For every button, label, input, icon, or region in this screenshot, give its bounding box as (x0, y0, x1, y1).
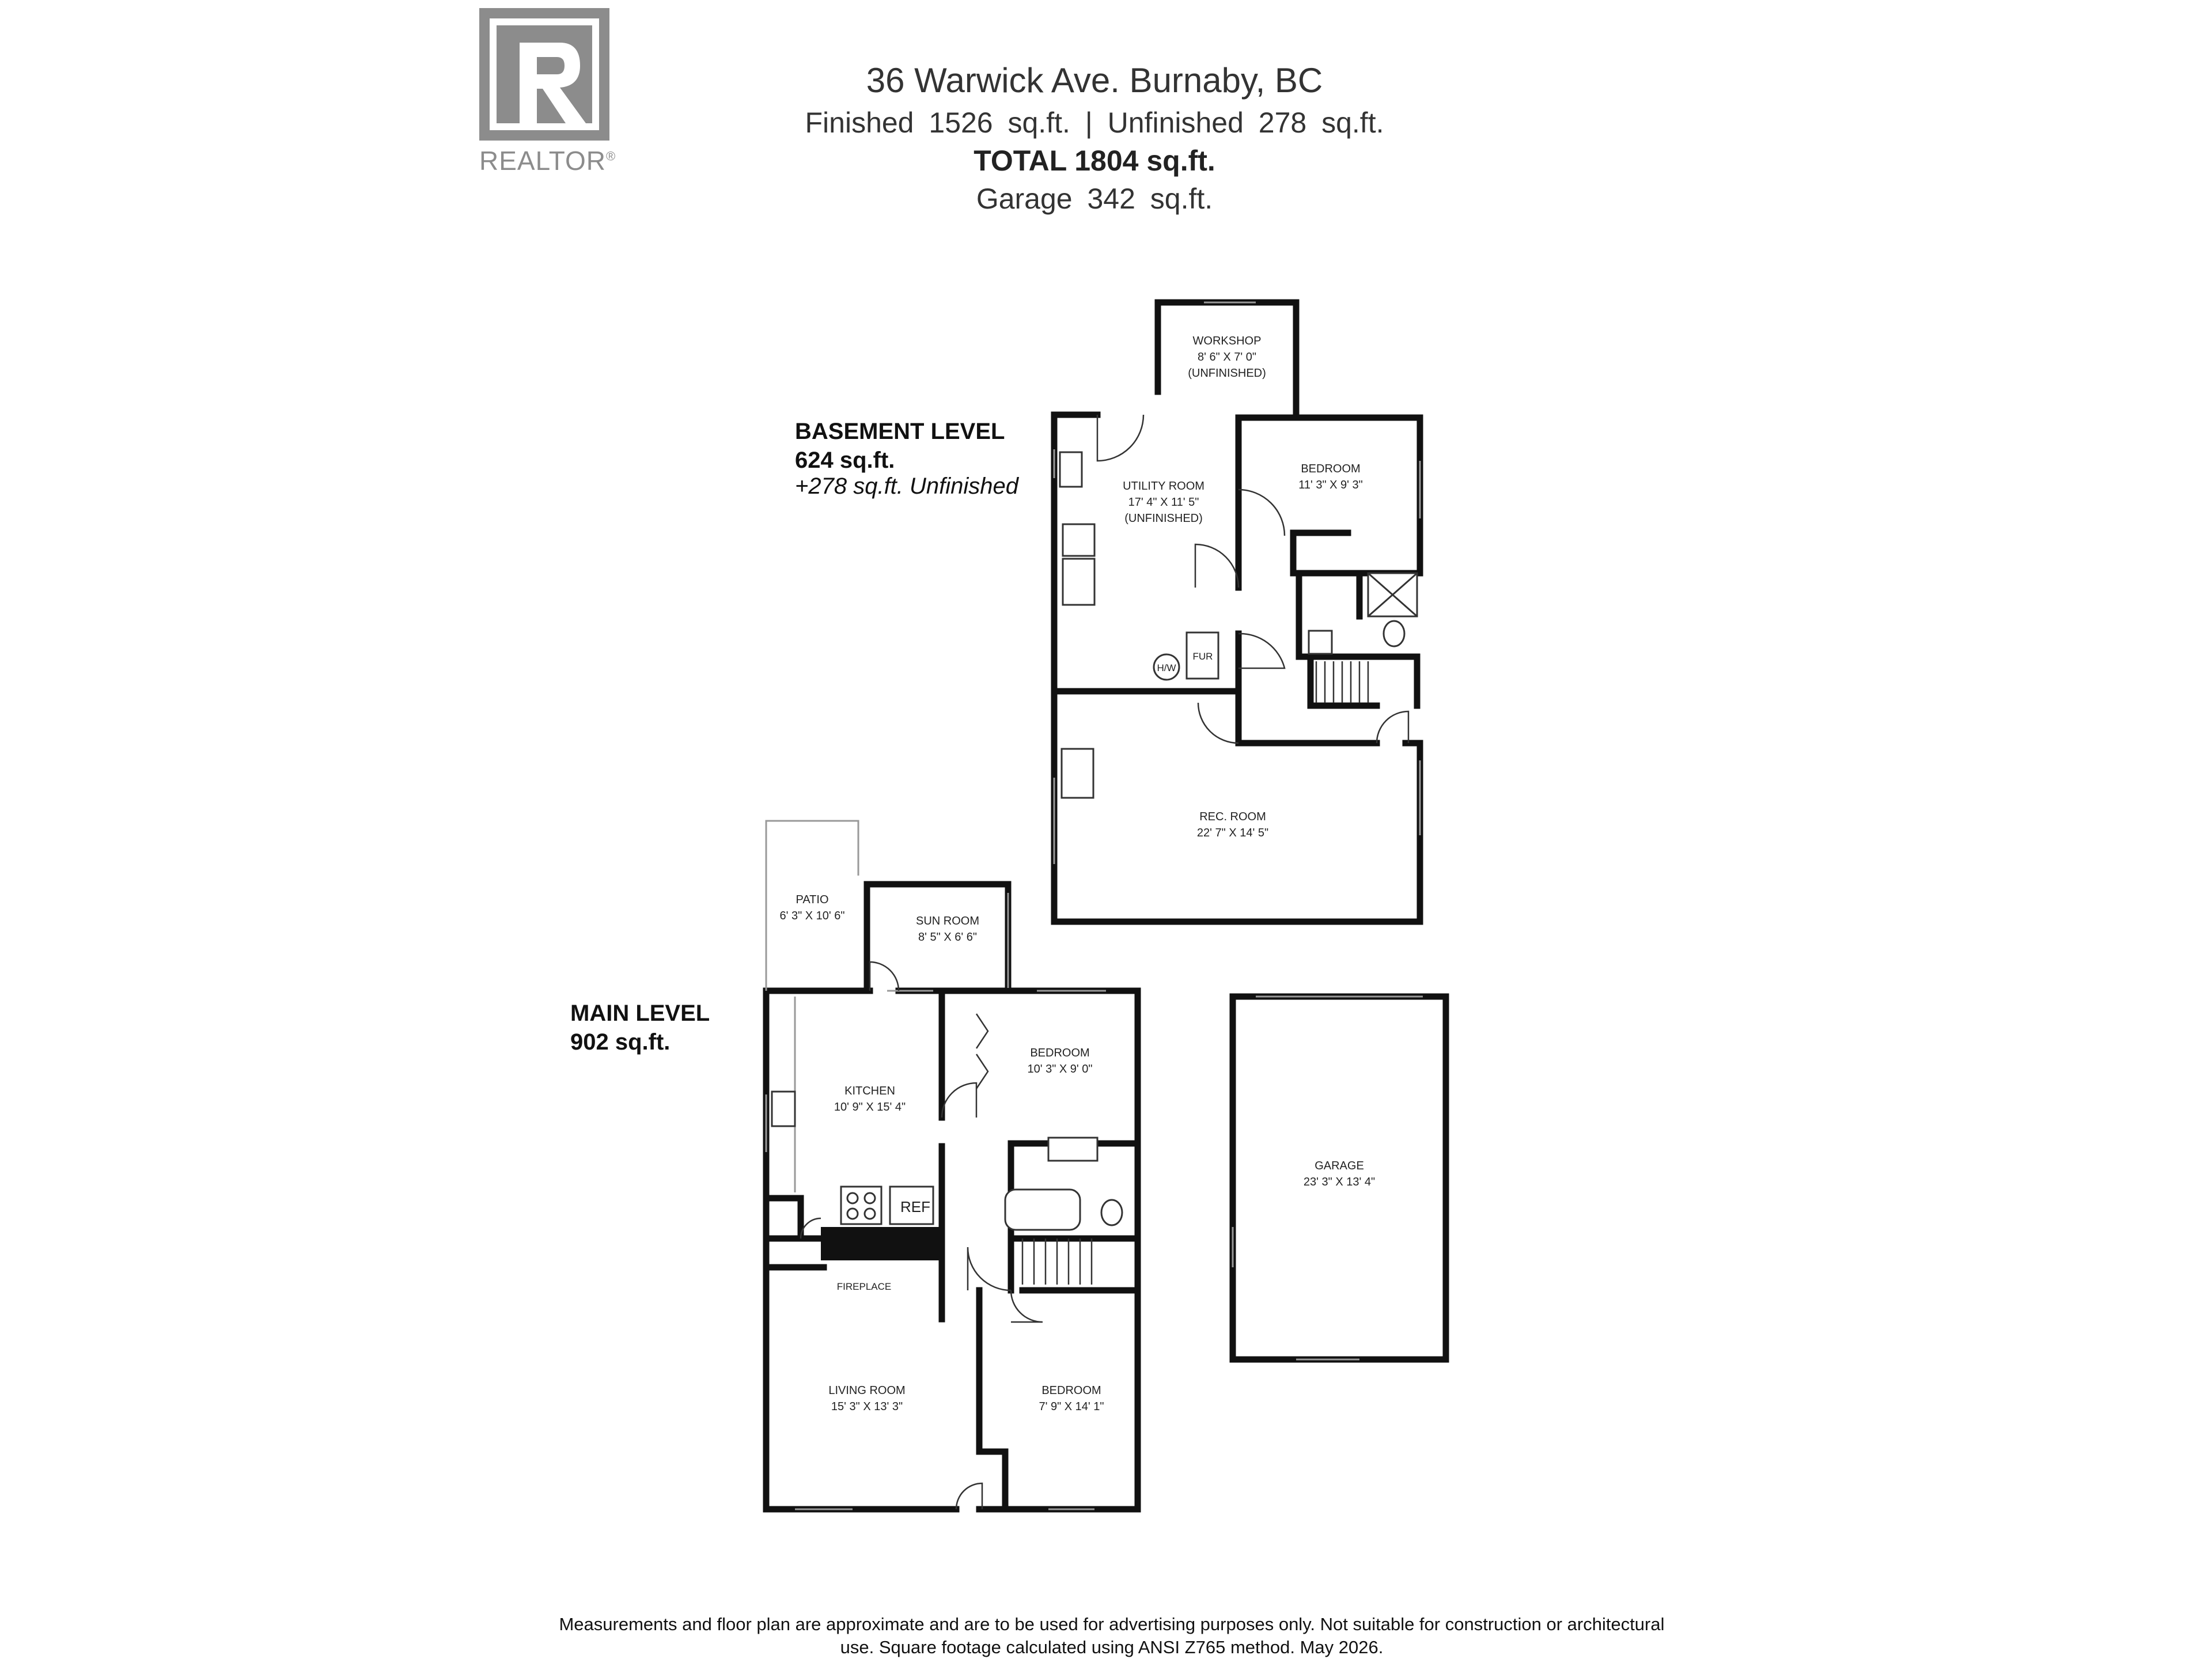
fireplace-hearth (821, 1227, 939, 1260)
room-label-garage: GARAGE 23' 3" X 13' 4" (1303, 1160, 1376, 1188)
realtor-r-icon (479, 8, 609, 141)
realtor-wordmark: REALTOR® (479, 146, 616, 176)
disclaimer-line-1: Measurements and floor plan are approxim… (559, 1614, 1665, 1634)
basement-unfinished-area: +278 sq.ft. Unfinished (795, 474, 1019, 499)
room-label-living-room: LIVING ROOM 15' 3" X 13' 3" (828, 1384, 906, 1413)
basement-level-area: 624 sq.ft. (795, 448, 895, 473)
refrigerator-label: REF (900, 1198, 930, 1215)
room-label-patio: PATIO 6' 3" X 10' 6" (779, 893, 845, 922)
disclaimer-line-2: use. Square footage calculated using ANS… (840, 1637, 1384, 1657)
garage-area: Garage 342 sq.ft. (976, 183, 1213, 215)
address-title: 36 Warwick Ave. Burnaby, BC (866, 61, 1323, 100)
disclaimer: Measurements and floor plan are approxim… (461, 1613, 1763, 1659)
room-label-rec-room: REC. ROOM 22' 7" X 14' 5" (1196, 810, 1269, 839)
total-area: TOTAL 1804 sq.ft. (974, 145, 1215, 177)
main-level-walls (763, 881, 1141, 1513)
furnace-label: FUR (1192, 651, 1213, 662)
area-summary: Finished 1526 sq.ft. | Unfinished 278 sq… (805, 107, 1384, 139)
basement-level-title: BASEMENT LEVEL (795, 419, 1005, 444)
realtor-logo: REALTOR® (479, 8, 629, 176)
main-level-area: 902 sq.ft. (570, 1029, 671, 1055)
plan-header: 36 Warwick Ave. Burnaby, BC Finished 152… (691, 58, 1498, 218)
room-label-workshop: WORKSHOP 8' 6" X 7' 0" (UNFINISHED) (1188, 335, 1266, 380)
room-label-main-bedroom-1: BEDROOM 10' 3" X 9' 0" (1027, 1047, 1093, 1075)
fireplace-label: FIREPLACE (836, 1281, 892, 1292)
room-label-basement-bedroom: BEDROOM 11' 3" X 9' 3" (1298, 463, 1363, 491)
room-label-main-bedroom-2: BEDROOM 7' 9" X 14' 1" (1039, 1384, 1104, 1413)
room-label-sun-room: SUN ROOM 8' 5" X 6' 6" (916, 915, 979, 944)
hot-water-label: H/W (1157, 662, 1176, 673)
room-label-kitchen: KITCHEN 10' 9" X 15' 4" (834, 1085, 906, 1113)
main-level-title: MAIN LEVEL (570, 1001, 710, 1026)
room-label-utility: UTILITY ROOM 17' 4" X 11' 5" (UNFINISHED… (1123, 480, 1205, 525)
